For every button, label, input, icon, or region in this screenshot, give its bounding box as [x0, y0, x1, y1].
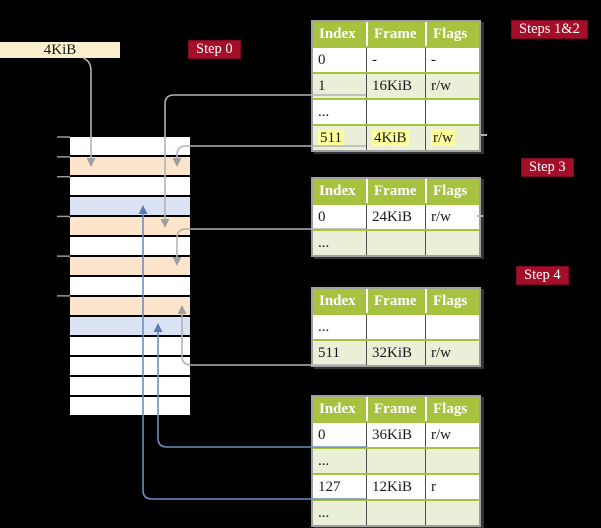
table-header-cell: Frame	[366, 397, 425, 421]
memory-row-white	[70, 137, 190, 157]
table-header-cell: Flags	[425, 179, 479, 203]
table-header-cell: Index	[319, 293, 356, 309]
table-row: ...	[313, 499, 479, 525]
table-cell	[366, 449, 425, 473]
table-cell	[425, 501, 479, 525]
table-cell	[425, 231, 479, 255]
table-cell: 24KiB	[366, 205, 425, 229]
table-header-cell: Frame	[366, 22, 425, 46]
steps-1-2-badge: Steps 1&2	[511, 20, 588, 39]
memory-row-white	[70, 177, 190, 197]
table-cell: r/w	[425, 423, 479, 447]
table-header-cell: Frame	[366, 179, 425, 203]
table-cell: r/w	[425, 126, 479, 150]
step-4-badge: Step 4	[516, 266, 569, 285]
memory-row-white	[70, 377, 190, 397]
table-cell	[425, 315, 479, 339]
memory-row-peach	[70, 257, 190, 277]
table-header-cell: Flags	[425, 397, 479, 421]
table-header-cell: Index	[319, 401, 356, 417]
page-size-box: 4KiB	[0, 42, 120, 58]
table-cell	[366, 501, 425, 525]
table-header-cell: Frame	[366, 289, 425, 313]
table-cell	[425, 100, 479, 124]
table-row: ...	[313, 229, 479, 255]
table-cell	[366, 315, 425, 339]
memory-row-white	[70, 277, 190, 297]
table-cell: 127	[318, 479, 341, 495]
table-cell: 0	[318, 52, 326, 68]
table-cell: 1	[318, 78, 326, 94]
memory-row-white	[70, 337, 190, 357]
table-cell: 511	[318, 345, 340, 361]
table-cell: 12KiB	[366, 475, 425, 499]
highlighted-value: 4KiB	[372, 130, 409, 146]
table-cell	[425, 449, 479, 473]
table-cell: ...	[318, 453, 330, 469]
table-cell: 32KiB	[366, 341, 425, 365]
table-cell: 0	[318, 209, 326, 225]
table-cell: 0	[318, 427, 326, 443]
table-cell: r	[425, 475, 479, 499]
memory-row-blue	[70, 317, 190, 337]
table-header-cell: Index	[319, 183, 356, 199]
memory-row-peach	[70, 297, 190, 317]
table-cell: r/w	[425, 341, 479, 365]
table-cell: -	[425, 48, 479, 72]
memory-row-white	[70, 397, 190, 415]
memory-row-peach	[70, 217, 190, 237]
table-cell: -	[366, 48, 425, 72]
table-header-cell: Flags	[425, 22, 479, 46]
highlighted-value: 511	[318, 130, 344, 146]
step-0-badge: Step 0	[188, 40, 241, 59]
table-header-cell: Index	[319, 26, 356, 42]
table-cell: ...	[318, 319, 330, 335]
highlighted-value: r/w	[431, 130, 455, 146]
table-cell: 36KiB	[366, 423, 425, 447]
table-cell: ...	[318, 104, 330, 120]
table-cell	[366, 100, 425, 124]
table-cell: r/w	[425, 74, 479, 98]
memory-row-white	[70, 237, 190, 257]
table-row: ...	[313, 313, 479, 339]
memory-row-blue	[70, 197, 190, 217]
table-row: 511 4KiB r/w	[313, 124, 479, 150]
table-row: 0 --	[313, 46, 479, 72]
physical-memory-strip	[70, 137, 190, 415]
table-cell: ...	[318, 235, 330, 251]
table-cell: 16KiB	[366, 74, 425, 98]
step-3-badge: Step 3	[521, 158, 574, 177]
memory-row-peach	[70, 157, 190, 177]
table-cell: 511	[313, 126, 366, 150]
memory-row-white	[70, 357, 190, 377]
table-row: ...	[313, 447, 479, 473]
table-cell: 4KiB	[366, 126, 425, 150]
table-cell: r/w	[425, 205, 479, 229]
page-size-label: 4KiB	[43, 42, 77, 58]
table-row: ...	[313, 98, 479, 124]
table-cell	[366, 231, 425, 255]
table-cell: ...	[318, 505, 330, 521]
table-header-cell: Flags	[425, 289, 479, 313]
